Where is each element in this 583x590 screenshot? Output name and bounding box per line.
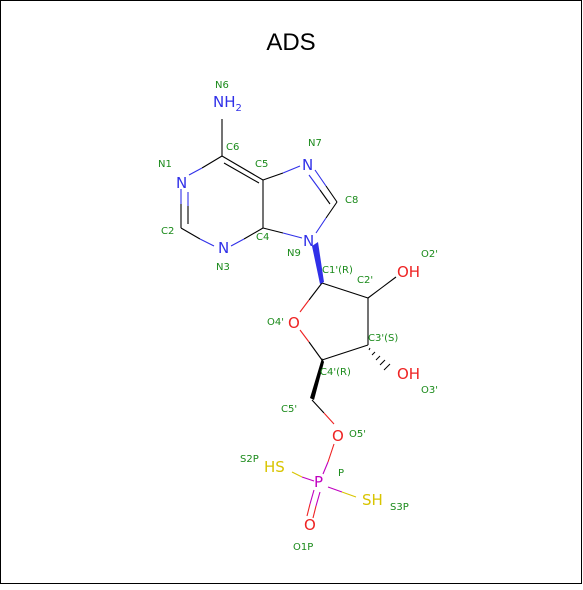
bond-c5p-o5p-b — [323, 412, 335, 425]
bond-n7-c8-b — [325, 185, 338, 203]
label-o3p: O3' — [421, 385, 438, 396]
bond-c1p-c2p — [321, 282, 369, 299]
bond-c5-n7-b — [282, 165, 301, 174]
label-c5: C5 — [255, 159, 268, 170]
molecule-title: ADS — [266, 29, 315, 56]
label-c2: C2 — [161, 226, 174, 237]
bond-c1p-o4p-b — [299, 299, 310, 313]
bond-c2-n3-b — [199, 238, 215, 247]
bond-p-o1p-a — [315, 491, 321, 507]
bond-c6-n1-a — [201, 155, 223, 169]
atom-o3p: OH — [397, 365, 420, 383]
label-c4: C4 — [256, 232, 269, 243]
atom-o5p: O — [332, 427, 344, 445]
bond-p-s3p-b — [341, 491, 357, 498]
label-c8: C8 — [345, 195, 358, 206]
bond-p-o1p-double-b — [306, 503, 311, 517]
bond-c5p-o5p-a — [311, 399, 325, 414]
label-s3p: S3P — [390, 502, 409, 513]
label-n6: N6 — [215, 80, 229, 91]
bond-c3p-c4p — [321, 344, 369, 361]
label-n9: N9 — [287, 248, 301, 259]
wedge-c4p-c5p — [310, 358, 324, 400]
bond-n9-c4-a — [282, 232, 303, 239]
wedge-n9-c1p — [312, 242, 324, 284]
atom-n7: N — [302, 156, 313, 174]
bond-n7-c8-a — [314, 169, 327, 187]
label-c3p: C3'(S) — [368, 333, 398, 344]
label-o2p: O2' — [421, 249, 438, 260]
bond-c6-n1-b — [188, 167, 203, 176]
bond-c2p-o2p — [367, 276, 397, 299]
atom-o1p: O — [304, 516, 316, 534]
bond-c8-n9-b — [315, 217, 327, 234]
label-o4p: O4' — [267, 317, 284, 328]
label-c5p: C5' — [281, 404, 297, 415]
bond-n3-c4-b — [243, 227, 264, 240]
label-c6: C6 — [226, 142, 239, 153]
bond-o4p-c4p-b — [308, 341, 323, 361]
atom-o2p: OH — [397, 263, 420, 281]
atom-n1: N — [176, 174, 187, 192]
bond-o4p-c4p-a — [299, 329, 310, 343]
label-n3: N3 — [216, 262, 230, 273]
label-c1p: C1'(R) — [322, 265, 353, 276]
label-p: P — [338, 468, 344, 479]
bond-p-s3p-a — [327, 486, 343, 493]
label-c4p: C4'(R) — [320, 367, 351, 378]
bond-n9-c4-b — [262, 227, 284, 234]
atom-p: P — [314, 473, 323, 491]
bond-n3-c4-a — [230, 238, 245, 247]
label-n7: N7 — [308, 138, 322, 149]
atom-s3p: SH — [362, 491, 383, 509]
bond-p-s2p-a — [301, 476, 315, 482]
bond-c8-n9-a — [325, 201, 338, 219]
atom-n6: NH2 — [213, 93, 242, 114]
atom-labels: N6 C6 C5 N7 N1 C8 C2 C4 N9 N3 O2' C1'(R)… — [158, 80, 438, 553]
atom-s2p: HS — [264, 458, 285, 476]
label-o1p: O1P — [293, 542, 313, 553]
atom-o4p: O — [288, 314, 300, 332]
bond-n7-c8-double-b — [319, 189, 331, 205]
bond-c6-c5-double — [223, 162, 260, 184]
atom-n9: N — [303, 232, 314, 250]
label-s2p: S2P — [240, 454, 259, 465]
bond-p-s2p-b — [291, 471, 303, 478]
bonds — [180, 119, 397, 519]
bond-c6-c5 — [221, 155, 264, 181]
bond-o5p-p-b — [322, 461, 329, 475]
hash-c3p-o3p — [368, 347, 391, 371]
bond-c5-n7-a — [262, 172, 284, 181]
label-c2p: C2' — [357, 275, 373, 286]
label-n1: N1 — [158, 159, 172, 170]
label-o5p: O5' — [349, 429, 366, 440]
bond-p-o1p-double-a — [309, 489, 315, 505]
bond-n7-c8-double-a — [308, 174, 321, 191]
bond-c1p-o4p-a — [308, 282, 323, 301]
atom-n3: N — [218, 239, 229, 257]
bond-p-o1p-b — [312, 505, 317, 519]
bond-c2-n3-a — [180, 227, 201, 240]
atoms: NH2 N N N N O OH OH O HS P SH O — [176, 93, 420, 534]
bond-o5p-p-a — [327, 443, 335, 463]
